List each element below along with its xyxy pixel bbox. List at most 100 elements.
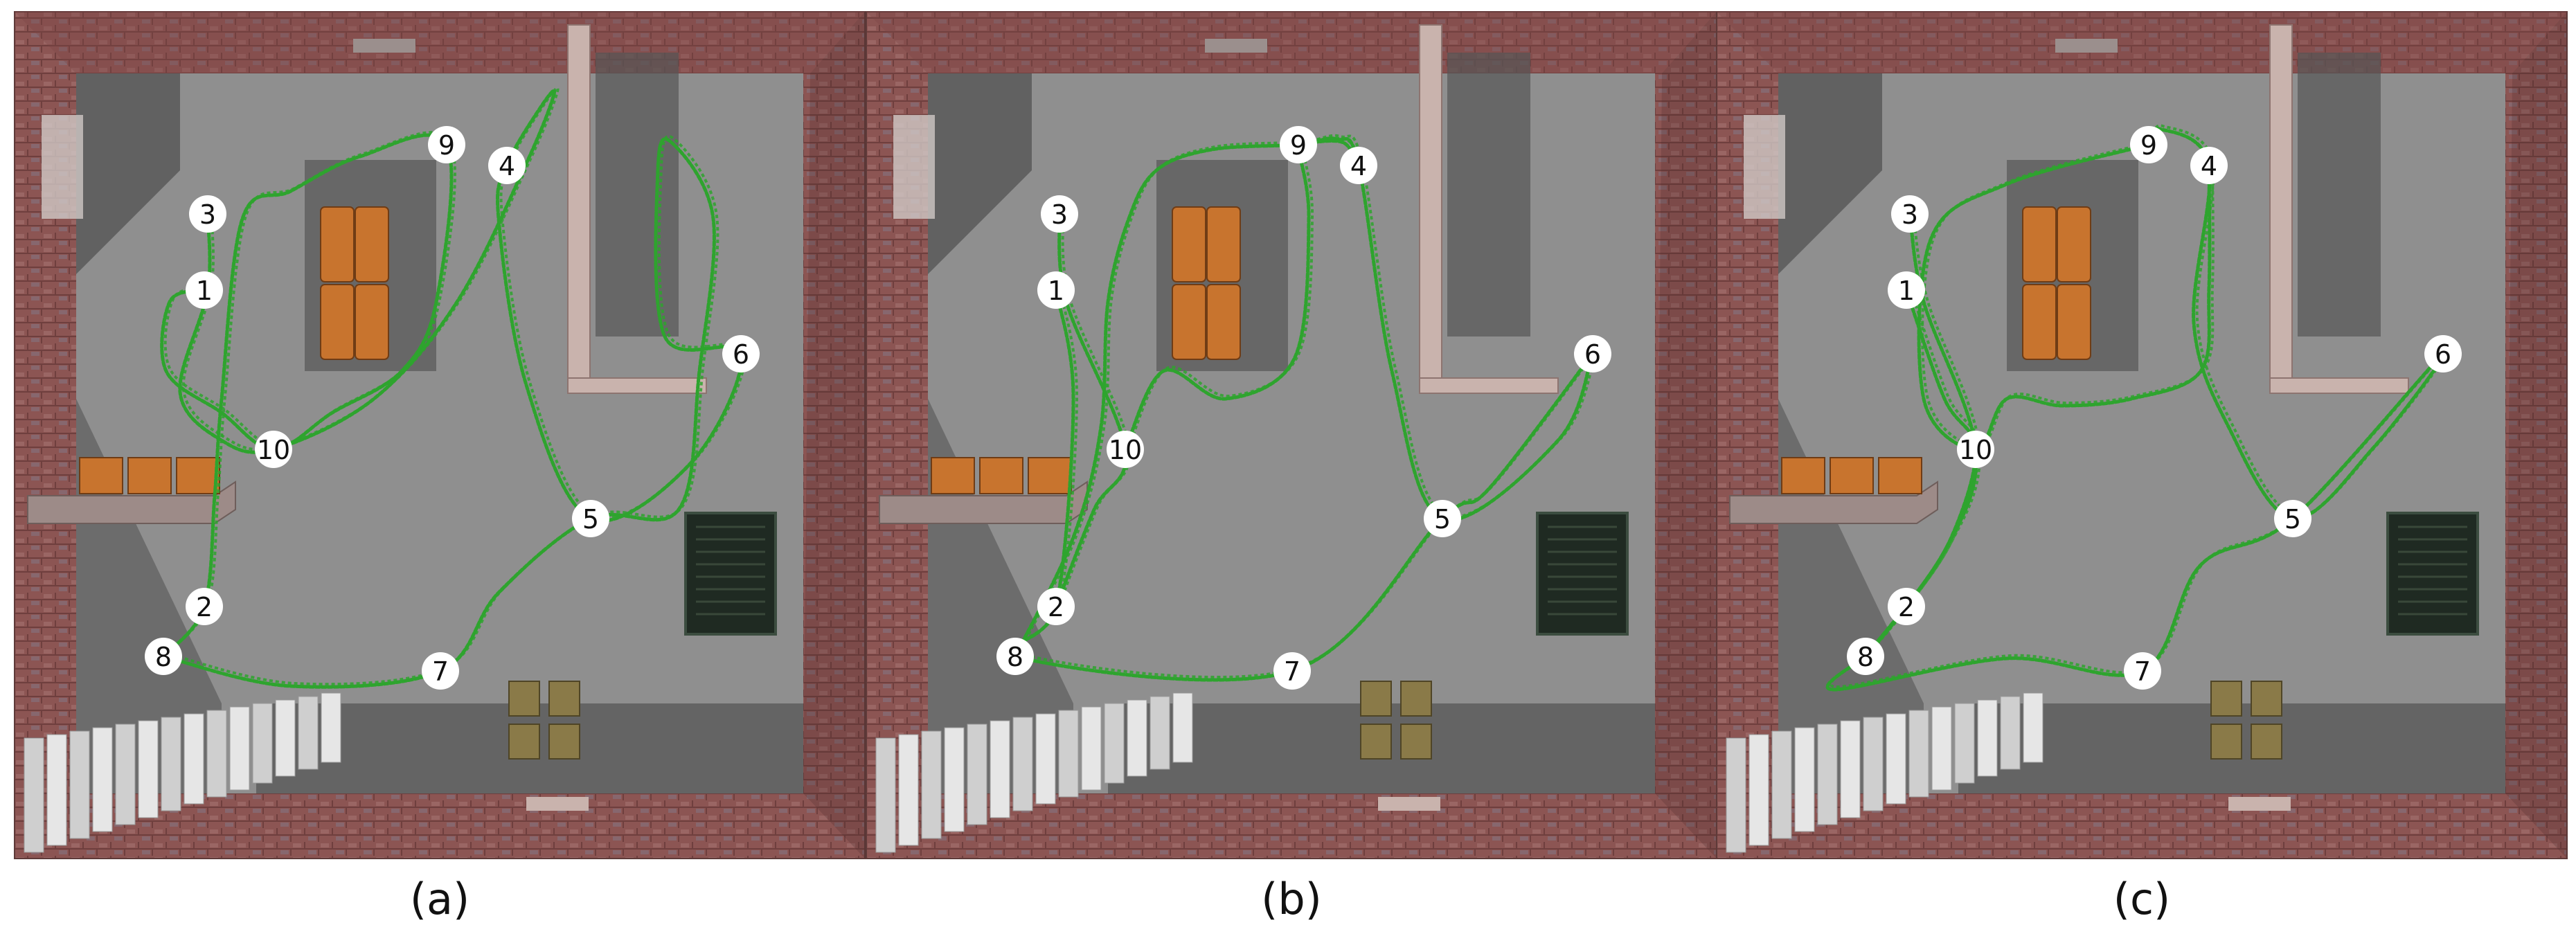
- waypoint-label: 1: [196, 276, 213, 306]
- waypoint-circle: [2124, 652, 2161, 690]
- waypoint-label: 1: [1898, 276, 1915, 306]
- radiator-fin: [1081, 706, 1102, 791]
- waypoint-label: 8: [155, 642, 172, 672]
- trajectory-path: [1921, 141, 2215, 449]
- waypoint-label: 10: [1109, 435, 1142, 465]
- waypoint-marker: 8: [1847, 638, 1884, 675]
- orange-box: [2057, 284, 2091, 360]
- radiator-fin: [229, 706, 250, 791]
- radiator-fin: [138, 720, 159, 818]
- orange-box: [1206, 206, 1241, 282]
- waypoint-circle: [1888, 271, 1925, 309]
- crate: [2251, 681, 2282, 717]
- orange-box: [1172, 206, 1206, 282]
- radiator-fin: [944, 727, 965, 832]
- radiator-fin: [69, 730, 90, 839]
- waypoint-label: 6: [2435, 339, 2451, 370]
- waypoint-label: 6: [733, 339, 749, 370]
- wall-fixture-top: [353, 39, 415, 53]
- radiator-fin: [1886, 713, 1906, 805]
- waypoint-label: 2: [1898, 592, 1915, 622]
- waypoint-marker: 7: [2124, 652, 2161, 690]
- waypoint-circle: [428, 126, 465, 163]
- waypoint-marker: 1: [1037, 271, 1075, 309]
- waypoint-marker: 4: [2190, 147, 2228, 184]
- radiator-fin: [161, 717, 181, 811]
- waypoint-marker: 4: [1340, 147, 1377, 184]
- orange-box: [1172, 284, 1206, 360]
- waypoint-marker: 6: [722, 335, 760, 372]
- waypoint-circle: [1041, 195, 1078, 233]
- waypoint-circle: [1424, 500, 1461, 537]
- waypoint-marker: 3: [1891, 195, 1929, 233]
- waypoint-marker: 9: [1280, 126, 1317, 163]
- waypoint-circle: [1891, 195, 1929, 233]
- radiator-fin: [921, 730, 942, 839]
- radiator-fin: [252, 703, 273, 784]
- radiator-fin: [1035, 713, 1056, 805]
- orange-box: [2022, 284, 2057, 360]
- waypoint-marker: 7: [422, 652, 459, 690]
- waypoint-circle: [2190, 147, 2228, 184]
- waypoint-label: 4: [1350, 151, 1367, 181]
- waypoint-marker: 5: [572, 500, 609, 537]
- crate: [508, 724, 540, 760]
- waypoint-circle: [1888, 588, 1925, 625]
- shadow-lwall: [1447, 53, 1530, 336]
- waypoint-marker: 3: [189, 195, 226, 233]
- crate: [2210, 724, 2242, 760]
- shelf: [879, 481, 1088, 524]
- shadow-topleft: [928, 73, 1032, 274]
- waypoint-label: 8: [1007, 642, 1023, 672]
- radiator-fin: [1794, 727, 1815, 832]
- l-wall-horizontal: [2269, 377, 2409, 394]
- wall-right-bevel: [803, 11, 866, 859]
- radiator-fin: [1726, 737, 1746, 853]
- radiator-fin: [2000, 696, 2021, 770]
- waypoint-circle: [1957, 431, 1994, 468]
- waypoint-marker: 10: [1957, 431, 1994, 468]
- shadow-lwall: [596, 53, 679, 336]
- radiator-fin: [1771, 730, 1792, 839]
- radiator-fin: [206, 710, 227, 798]
- wall-alcove: [893, 115, 935, 219]
- trajectory-path: [1005, 287, 1598, 679]
- waypoint-label: 10: [257, 435, 290, 465]
- waypoint-circle: [1037, 588, 1075, 625]
- wall-top-bevel: [1716, 11, 2568, 73]
- shelf-box: [1781, 457, 1825, 494]
- waypoint-circle: [1107, 431, 1144, 468]
- radiator-fin: [990, 720, 1010, 818]
- wall-top-bevel: [14, 11, 866, 73]
- wall-fixture-top: [1205, 39, 1267, 53]
- radiator-fin: [115, 724, 136, 825]
- waypoint-circle: [186, 271, 223, 309]
- wall-top-bevel: [866, 11, 1717, 73]
- radiator-fin: [275, 699, 296, 777]
- crate: [1400, 724, 1432, 760]
- waypoint-marker: 8: [145, 638, 182, 675]
- waypoint-circle: [722, 335, 760, 372]
- waypoint-marker: 3: [1041, 195, 1078, 233]
- orange-box: [1206, 284, 1241, 360]
- waypoint-marker: 1: [186, 271, 223, 309]
- waypoint-label: 5: [582, 504, 599, 535]
- waypoint-label: 2: [1048, 592, 1064, 622]
- waypoint-marker: 6: [2424, 335, 2462, 372]
- radiator-fin: [1863, 717, 1884, 811]
- radiator-fin: [24, 737, 44, 853]
- crate: [2210, 681, 2242, 717]
- crate: [1360, 724, 1392, 760]
- shelf-box: [979, 457, 1023, 494]
- waypoint-marker: 9: [2130, 126, 2167, 163]
- l-wall-vertical: [2269, 24, 2293, 389]
- radiator-fin: [1908, 710, 1929, 798]
- waypoint-label: 7: [432, 656, 449, 687]
- waypoint-label: 10: [1959, 435, 1992, 465]
